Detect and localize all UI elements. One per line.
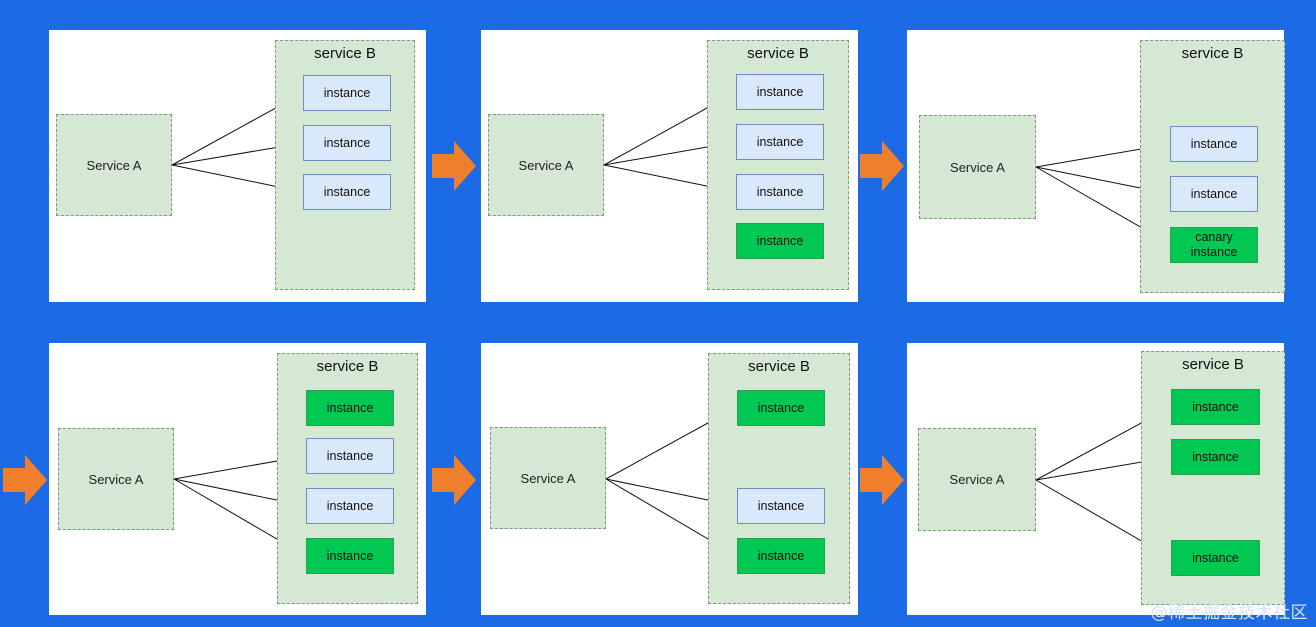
instance-label: instance (326, 400, 374, 415)
service-b-title: service B (1182, 356, 1244, 373)
instance-label: instance (323, 135, 371, 150)
instance-box: instance (736, 74, 824, 110)
stage-1-panel: Service A service B instance instance in… (49, 30, 426, 302)
instance-label: instance (757, 498, 805, 513)
instance-box: instance (306, 390, 394, 426)
service-a-label: Service A (86, 157, 142, 173)
next-step-arrow-icon (432, 455, 476, 505)
instance-label: instance (1192, 550, 1239, 565)
next-step-arrow-icon (860, 141, 904, 191)
instance-label: instance (756, 184, 804, 199)
instance-box: instance (1171, 389, 1260, 425)
instance-box: instance (306, 438, 394, 474)
instance-box: instance (303, 75, 391, 111)
stage-6-panel: Service A service B instance instance in… (907, 343, 1285, 615)
instance-box: instance (1170, 176, 1258, 212)
stage-3-panel: Service A service B instance instance ca… (907, 30, 1285, 302)
instance-label: instance (1190, 186, 1238, 201)
next-step-arrow-icon (3, 455, 47, 505)
stage-5-panel: Service A service B instance instance in… (481, 343, 858, 615)
instance-box: instance (303, 125, 391, 161)
canary-instance-label: canary instance (1190, 230, 1238, 259)
instance-label: instance (1190, 136, 1238, 151)
instance-box: instance (306, 488, 394, 524)
service-b-title: service B (316, 358, 379, 375)
service-a-label: Service A (88, 471, 144, 487)
service-a-box: Service A (918, 428, 1036, 531)
instance-label: instance (323, 85, 371, 100)
canary-instance-box: canary instance (1170, 227, 1258, 263)
service-a-box: Service A (488, 114, 604, 216)
service-a-box: Service A (919, 115, 1036, 219)
instance-label: instance (1192, 399, 1239, 414)
instance-label: instance (756, 84, 804, 99)
instance-box: instance (737, 538, 825, 574)
service-b-title: service B (314, 45, 376, 62)
instance-box: instance (1170, 126, 1258, 162)
service-b-title: service B (1181, 45, 1244, 62)
watermark: @稀土掘金技术社区 (1150, 603, 1308, 623)
service-a-label: Service A (949, 472, 1005, 487)
instance-box: instance (736, 124, 824, 160)
instance-label: instance (757, 400, 805, 415)
instance-label: instance (757, 548, 805, 563)
service-b-title: service B (748, 358, 810, 375)
service-a-box: Service A (56, 114, 172, 216)
instance-box: instance (1171, 540, 1260, 576)
instance-label: instance (756, 134, 804, 149)
instance-label: instance (1192, 449, 1239, 464)
stage-2-panel: Service A service B instance instance in… (481, 30, 858, 302)
next-step-arrow-icon (860, 455, 904, 505)
instance-label: instance (326, 498, 374, 513)
service-a-label: Service A (950, 159, 1005, 175)
service-a-label: Service A (520, 470, 576, 486)
service-a-box: Service A (490, 427, 606, 529)
instance-box: instance (736, 223, 824, 259)
instance-label: instance (326, 548, 374, 563)
service-a-box: Service A (58, 428, 174, 530)
instance-box: instance (1171, 439, 1260, 475)
instance-label: instance (326, 448, 374, 463)
service-b-title: service B (747, 45, 809, 62)
next-step-arrow-icon (432, 141, 476, 191)
stage-4-panel: Service A service B instance instance in… (49, 343, 426, 615)
instance-box: instance (736, 174, 824, 210)
instance-box: instance (303, 174, 391, 210)
instance-box: instance (306, 538, 394, 574)
instance-box: instance (737, 390, 825, 426)
instance-label: instance (323, 184, 371, 199)
instance-box: instance (737, 488, 825, 524)
service-a-label: Service A (518, 157, 574, 173)
instance-label: instance (756, 233, 804, 248)
